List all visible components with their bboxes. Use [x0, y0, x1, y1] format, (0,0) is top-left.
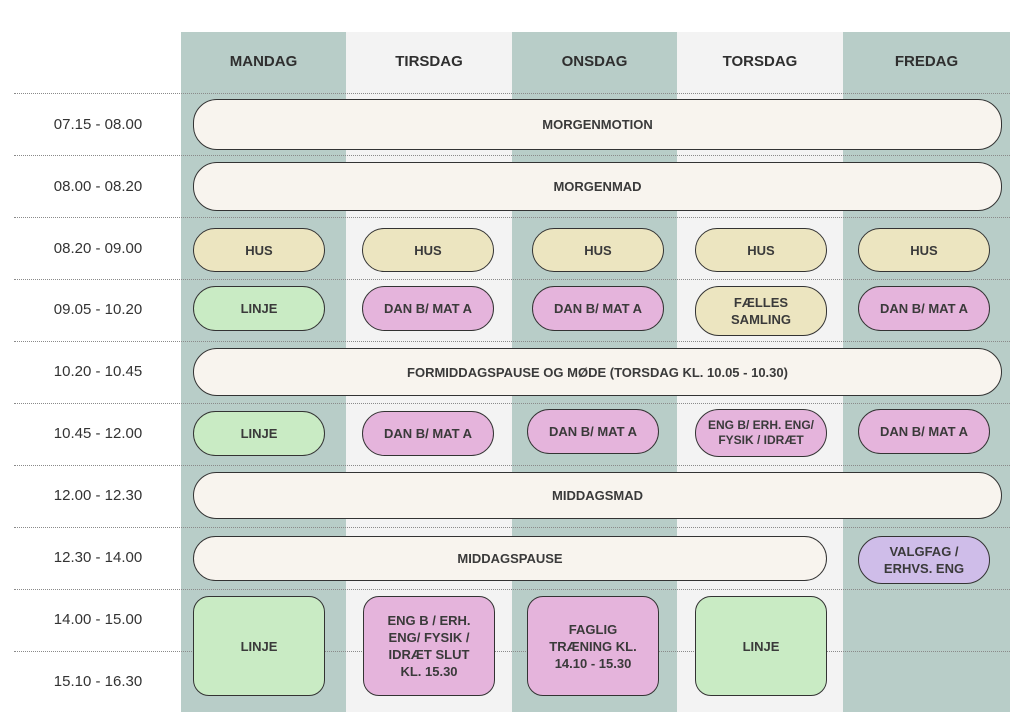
row-divider — [14, 279, 1010, 280]
block-faelles-samling: FÆLLES SAMLING — [695, 286, 827, 336]
block-dan-mat-tirsdag: DAN B/ MAT A — [362, 411, 494, 456]
block-linje-mandag: LINJE — [193, 411, 325, 456]
block-eng-fysik-tirsdag: ENG B / ERH. ENG/ FYSIK / IDRÆT SLUT KL.… — [363, 596, 495, 696]
block-eng-fysik-torsdag: ENG B/ ERH. ENG/ FYSIK / IDRÆT — [695, 409, 827, 457]
block-hus-mandag: HUS — [193, 228, 325, 272]
block-dan-mat-tirsdag: DAN B/ MAT A — [362, 286, 494, 331]
day-header-onsdag: ONSDAG — [561, 52, 628, 70]
time-label: 14.00 - 15.00 — [53, 610, 143, 628]
time-label: 07.15 - 08.00 — [53, 115, 143, 133]
block-dan-mat-onsdag: DAN B/ MAT A — [532, 286, 664, 331]
block-morgenmotion: MORGENMOTION — [193, 99, 1002, 150]
time-label: 10.20 - 10.45 — [53, 362, 143, 380]
block-middagspause: MIDDAGSPAUSE — [193, 536, 827, 581]
block-hus-tirsdag: HUS — [362, 228, 494, 272]
block-dan-mat-onsdag: DAN B/ MAT A — [527, 409, 659, 454]
row-divider — [14, 527, 1010, 528]
day-header-mandag: MANDAG — [229, 52, 298, 70]
block-hus-fredag: HUS — [858, 228, 990, 272]
row-divider — [14, 403, 1010, 404]
block-morgenmad: MORGENMAD — [193, 162, 1002, 211]
time-label: 15.10 - 16.30 — [53, 672, 143, 690]
block-faglig-traening: FAGLIG TRÆNING KL. 14.10 - 15.30 — [527, 596, 659, 696]
row-divider — [14, 93, 1010, 94]
row-divider — [14, 341, 1010, 342]
block-linje-torsdag: LINJE — [695, 596, 827, 696]
block-hus-onsdag: HUS — [532, 228, 664, 272]
day-header-fredag: FREDAG — [894, 52, 959, 70]
row-divider — [14, 465, 1010, 466]
row-divider — [14, 651, 1010, 652]
row-divider — [14, 217, 1010, 218]
block-valgfag: VALGFAG / ERHVS. ENG — [858, 536, 990, 584]
row-divider — [14, 155, 1010, 156]
day-header-tirsdag: TIRSDAG — [395, 52, 463, 70]
row-divider — [14, 589, 1010, 590]
block-linje-mandag-afternoon: LINJE — [193, 596, 325, 696]
day-header-torsdag: TORSDAG — [722, 52, 798, 70]
time-label: 12.00 - 12.30 — [53, 486, 143, 504]
block-formiddagspause: FORMIDDAGSPAUSE OG MØDE (TORSDAG KL. 10.… — [193, 348, 1002, 396]
block-dan-mat-fredag: DAN B/ MAT A — [858, 286, 990, 331]
time-label: 08.00 - 08.20 — [53, 177, 143, 195]
time-label: 09.05 - 10.20 — [53, 300, 143, 318]
block-dan-mat-fredag: DAN B/ MAT A — [858, 409, 990, 454]
block-middagsmad: MIDDAGSMAD — [193, 472, 1002, 519]
block-linje-mandag: LINJE — [193, 286, 325, 331]
time-label: 08.20 - 09.00 — [53, 239, 143, 257]
block-hus-torsdag: HUS — [695, 228, 827, 272]
time-label: 10.45 - 12.00 — [53, 424, 143, 442]
time-label: 12.30 - 14.00 — [53, 548, 143, 566]
